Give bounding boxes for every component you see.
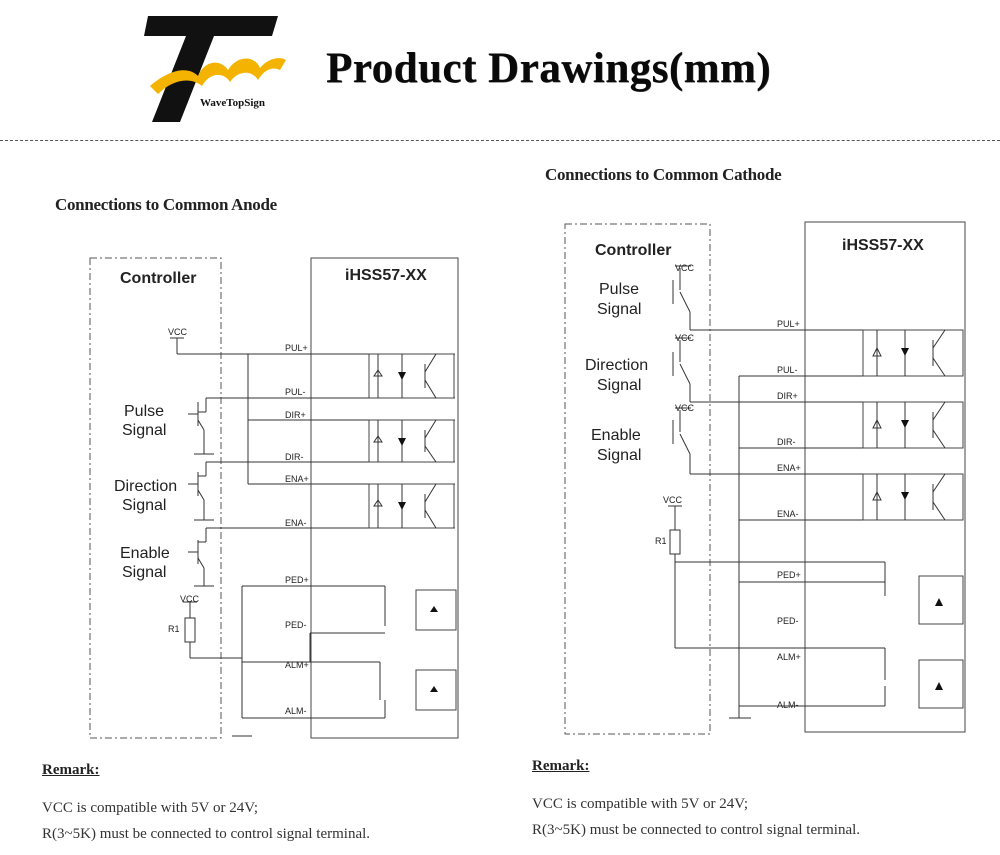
right-remark-line2: R(3~5K) must be connected to control sig…: [532, 822, 861, 838]
right-direction-label: Direction: [585, 357, 648, 374]
right-remark-line1: VCC is compatible with 5V or 24V;: [532, 796, 749, 812]
wavetopsign-logo: [144, 16, 286, 122]
left-enable-signal-label: Signal: [122, 564, 166, 581]
left-pin-dir-minus: DIR-: [285, 452, 304, 462]
right-pin-dir-plus: DIR+: [777, 391, 798, 401]
left-pin-ena-plus: ENA+: [285, 474, 309, 484]
right-enable-label: Enable: [591, 427, 641, 444]
right-pin-dir-minus: DIR-: [777, 437, 796, 447]
left-remark-line1: VCC is compatible with 5V or 24V;: [42, 800, 259, 816]
left-vcc-r1: VCC: [180, 594, 200, 604]
left-controller-label: Controller: [120, 270, 196, 287]
page-title: Product Drawings(mm): [326, 45, 772, 92]
right-direction-signal-label: Signal: [597, 377, 641, 394]
left-pin-pul-minus: PUL-: [285, 387, 306, 397]
right-pin-alm-plus: ALM+: [777, 652, 801, 662]
common-anode-diagram: Controller iHSS57-XX VCC VCC R1 Pulse Si…: [89, 257, 459, 739]
left-enable-label: Enable: [120, 545, 170, 562]
left-r1-label: R1: [168, 624, 180, 634]
right-section-title: Connections to Common Cathode: [545, 165, 782, 184]
right-enable-signal-label: Signal: [597, 447, 641, 464]
left-pin-alm-plus: ALM+: [285, 660, 309, 670]
right-pulse-label: Pulse: [599, 281, 639, 298]
left-pin-alm-minus: ALM-: [285, 706, 307, 716]
right-pin-pul-plus: PUL+: [777, 319, 800, 329]
left-pin-dir-plus: DIR+: [285, 410, 306, 420]
left-vcc-top: VCC: [168, 327, 188, 337]
left-pin-pul-plus: PUL+: [285, 343, 308, 353]
right-r1-label: R1: [655, 536, 667, 546]
brand-name: WaveTopSign: [200, 97, 266, 109]
right-controller-label: Controller: [595, 242, 671, 259]
right-pin-ped-plus: PED+: [777, 570, 801, 580]
right-vcc-direction: VCC: [675, 333, 695, 343]
left-remark-line2: R(3~5K) must be connected to control sig…: [42, 826, 371, 842]
left-direction-label: Direction: [114, 478, 177, 495]
right-vcc-enable: VCC: [675, 403, 695, 413]
left-pin-ena-minus: ENA-: [285, 518, 307, 528]
right-pin-pul-minus: PUL-: [777, 365, 798, 375]
right-pin-ped-minus: PED-: [777, 616, 799, 626]
right-pin-alm-minus: ALM-: [777, 700, 799, 710]
right-remark-title: Remark:: [532, 758, 590, 774]
left-driver-label: iHSS57-XX: [345, 267, 427, 284]
left-remark-title: Remark:: [42, 762, 100, 778]
common-cathode-diagram: Controller iHSS57-XX VCC VCC VCC VCC R1 …: [564, 221, 966, 735]
right-pin-ena-plus: ENA+: [777, 463, 801, 473]
right-vcc-r1: VCC: [663, 495, 683, 505]
right-driver-label: iHSS57-XX: [842, 237, 924, 254]
right-pulse-signal-label: Signal: [597, 301, 641, 318]
left-pin-ped-minus: PED-: [285, 620, 307, 630]
left-section-title: Connections to Common Anode: [55, 195, 277, 214]
right-vcc-pulse: VCC: [675, 263, 695, 273]
left-direction-signal-label: Signal: [122, 497, 166, 514]
left-pulse-signal-label: Signal: [122, 422, 166, 439]
header-divider: [0, 140, 1000, 141]
left-pulse-label: Pulse: [124, 403, 164, 420]
left-pin-ped-plus: PED+: [285, 575, 309, 585]
right-pin-ena-minus: ENA-: [777, 509, 799, 519]
